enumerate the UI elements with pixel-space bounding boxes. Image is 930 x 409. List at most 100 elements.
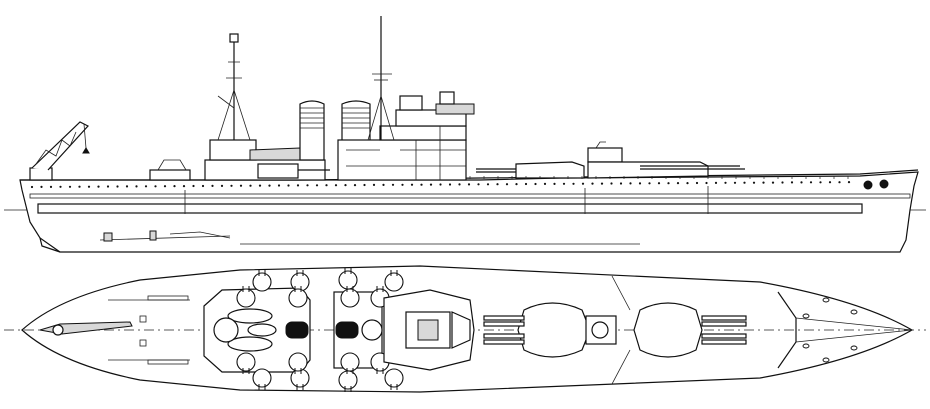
secondary-turret [384, 272, 404, 292]
porthole [59, 185, 62, 188]
porthole [258, 184, 262, 187]
porthole [847, 181, 851, 184]
secondary-turret [252, 368, 272, 388]
main-mast [217, 33, 251, 141]
porthole [334, 184, 338, 187]
porthole [401, 183, 404, 186]
porthole [486, 183, 490, 186]
porthole [68, 185, 72, 188]
porthole [448, 183, 452, 186]
porthole [572, 182, 575, 185]
porthole [629, 182, 632, 185]
porthole [420, 183, 423, 186]
porthole [562, 182, 566, 185]
plan-view [4, 265, 926, 393]
fo-c-sle-edge [795, 317, 913, 343]
porthole [505, 183, 509, 186]
aft-funnel [299, 100, 325, 161]
porthole [287, 184, 290, 187]
porthole [429, 183, 433, 186]
porthole [40, 185, 43, 188]
aft-fittings-plan [108, 295, 190, 365]
porthole [144, 185, 148, 188]
porthole [239, 184, 243, 187]
porthole [154, 185, 157, 188]
bollard [850, 345, 858, 351]
profile-view [4, 16, 926, 253]
porthole [135, 185, 138, 188]
secondary-turret [290, 272, 310, 292]
porthole [724, 181, 727, 184]
porthole [363, 183, 366, 187]
porthole [182, 185, 186, 188]
deck-stanchions [469, 176, 849, 179]
bollard [802, 313, 810, 319]
porthole [676, 182, 680, 185]
porthole [733, 181, 737, 184]
porthole [714, 181, 718, 184]
porthole [78, 185, 81, 188]
porthole [125, 185, 129, 188]
porthole [230, 184, 233, 187]
turret-b-plan [483, 302, 617, 358]
secondary-turret [290, 368, 310, 388]
aircraft-hangar [149, 139, 326, 181]
bollard [850, 309, 858, 315]
porthole [800, 181, 803, 184]
stern-curve [39, 237, 61, 253]
secondary-turret [340, 352, 360, 372]
porthole [771, 181, 775, 184]
porthole [87, 185, 91, 188]
porthole [638, 182, 642, 185]
porthole [515, 183, 518, 186]
porthole [600, 182, 604, 185]
porthole [353, 184, 357, 187]
secondary-turret [338, 270, 358, 290]
portholes-row [30, 181, 851, 189]
porthole [220, 184, 224, 187]
armour-belt [37, 203, 863, 214]
porthole [752, 181, 756, 184]
porthole [705, 181, 708, 185]
porthole [496, 183, 499, 186]
porthole [648, 182, 651, 185]
bollard [802, 343, 810, 349]
deck-break-lines [611, 275, 631, 385]
crane-plan [39, 321, 133, 336]
porthole [325, 184, 328, 187]
porthole [106, 185, 110, 188]
porthole [762, 181, 765, 184]
porthole [173, 185, 176, 188]
porthole [49, 185, 53, 188]
bollard [822, 357, 830, 363]
porthole [211, 184, 214, 187]
porthole [391, 183, 395, 186]
porthole [439, 183, 442, 186]
porthole [838, 181, 841, 184]
porthole [344, 184, 347, 187]
porthole [781, 181, 784, 184]
porthole [382, 183, 385, 186]
porthole [467, 183, 471, 186]
porthole [268, 184, 271, 187]
porthole [610, 182, 613, 185]
porthole [819, 181, 822, 184]
porthole [192, 184, 195, 188]
porthole [581, 182, 585, 185]
porthole [306, 184, 309, 187]
porthole [97, 185, 100, 188]
strake-upper [29, 193, 911, 199]
turret-b-profile [476, 161, 585, 179]
porthole [790, 181, 794, 184]
porthole [534, 182, 537, 186]
propeller-shafts [99, 230, 231, 242]
porthole [828, 181, 832, 184]
secondary-turret [252, 272, 272, 292]
porthole [524, 182, 528, 186]
porthole [477, 183, 480, 186]
forecastle-fittings [802, 297, 858, 363]
porthole [372, 183, 376, 186]
breakwater [777, 291, 797, 369]
turret-a-profile [587, 141, 745, 179]
